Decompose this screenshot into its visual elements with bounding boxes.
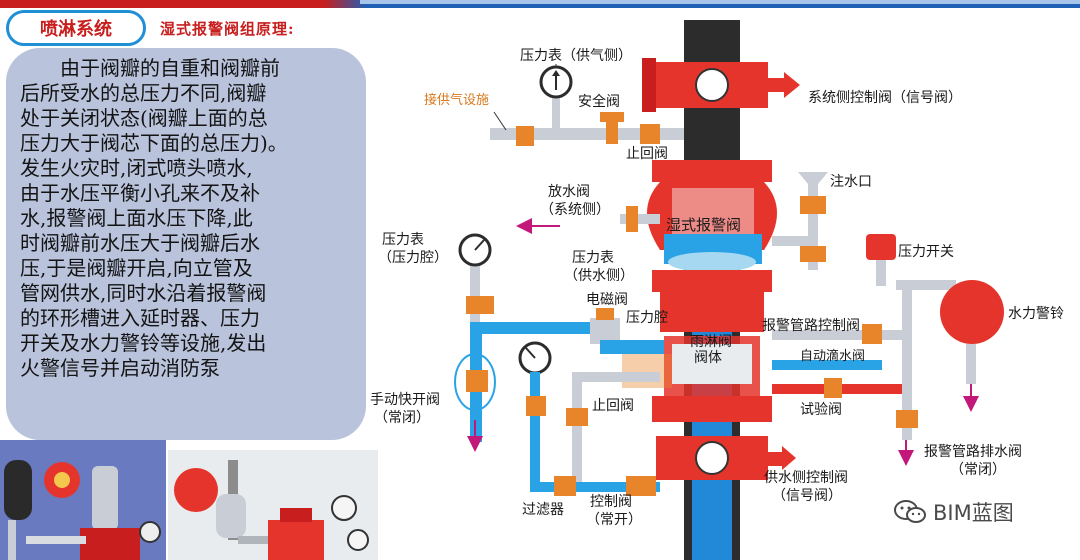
description-line: 后所受水的总压力不同,阀瓣 xyxy=(20,81,267,105)
wechat-icon xyxy=(894,500,926,523)
label-connect-air-supply: 接供气设施 xyxy=(424,92,489,108)
label-pressure-chamber: 压力腔 xyxy=(626,310,668,326)
description-line: 由于阀瓣的自重和阀瓣前 xyxy=(60,56,280,80)
wet-alarm-valve-diagram: 压力表（供气侧） 接供气设施 安全阀 止回阀 系统侧控制阀（信号阀） 放水阀 （… xyxy=(370,20,1064,560)
section-label: 喷淋系统 xyxy=(6,10,146,46)
description-line: 处于关闭状态(阀瓣上面的总 xyxy=(20,106,268,130)
label-pressure-gauge-chamber: 压力表 xyxy=(382,232,424,248)
label-manual-quick-open-valve: 手动快开阀 xyxy=(370,392,440,408)
label-deluge-valve-body-2: 阀体 xyxy=(694,350,722,366)
label-filter: 过滤器 xyxy=(522,502,564,518)
description-line: 管网供水,同时水沿着报警阀 xyxy=(20,281,267,305)
pressure-switch-icon xyxy=(866,234,896,260)
label-deluge-valve-body: 雨淋阀 xyxy=(690,334,732,350)
watermark-text: BIM蓝图 xyxy=(933,501,1014,525)
label-alarm-line-drain-note: （常闭） xyxy=(950,462,1006,478)
alarm-valve-top-flange xyxy=(652,160,772,182)
description-line: 压力大于阀芯下面的总压力)。 xyxy=(20,131,288,155)
label-control-valve-note: （常开） xyxy=(586,512,642,528)
section-subtitle: 湿式报警阀组原理: xyxy=(160,20,295,38)
label-control-valve: 控制阀 xyxy=(590,494,632,510)
label-solenoid-valve: 电磁阀 xyxy=(586,292,628,308)
description-line: 的环形槽进入延时器、压力 xyxy=(20,306,260,330)
label-pressure-gauge-supply: 压力表（供气侧） xyxy=(520,48,632,64)
description-line: 发生火灾时,闭式喷头喷水, xyxy=(20,156,253,180)
label-pressure-switch: 压力开关 xyxy=(898,244,954,260)
valve-photo-left xyxy=(0,440,166,560)
label-system-control-valve: 系统侧控制阀（信号阀） xyxy=(808,90,962,106)
water-gong-icon xyxy=(940,280,1004,344)
label-supply-control-valve: 供水侧控制阀 xyxy=(764,470,848,486)
label-pressure-gauge-chamber-note: （压力腔） xyxy=(378,250,448,266)
label-auto-drip-valve: 自动滴水阀 xyxy=(800,348,865,364)
description-line: 压,于是阀瓣开启,向立管及 xyxy=(20,256,253,280)
description-line: 火警信号并启动消防泵 xyxy=(20,356,220,380)
description-text: 由于阀瓣的自重和阀瓣前 后所受水的总压力不同,阀瓣 处于关闭状态(阀瓣上面的总 … xyxy=(20,56,364,381)
watermark: BIM蓝图 xyxy=(893,497,1014,527)
label-drain-valve-note: （系统侧） xyxy=(540,202,610,218)
label-check-valve-top: 止回阀 xyxy=(626,146,668,162)
label-alarm-line-drain-valve: 报警管路排水阀 xyxy=(924,444,1022,460)
air-supply-pipe xyxy=(490,128,684,140)
label-check-valve-bottom: 止回阀 xyxy=(592,398,634,414)
top-band-stripe xyxy=(360,0,1080,4)
label-supply-control-note: （信号阀） xyxy=(772,488,842,504)
label-pressure-gauge-supply-side: 压力表 xyxy=(572,250,614,266)
top-color-band xyxy=(0,0,1080,8)
description-line: 由于水压平衡小孔来不及补 xyxy=(20,181,260,205)
valve-photo-right xyxy=(168,450,378,560)
label-fill-port: 注水口 xyxy=(830,174,872,190)
label-water-gong: 水力警铃 xyxy=(1008,306,1064,322)
label-pressure-gauge-supply-side-note: （供水侧） xyxy=(564,268,634,284)
description-line: 时阀瓣前水压大于阀瓣后水 xyxy=(20,231,260,255)
label-manual-quick-open-note: （常闭） xyxy=(374,410,430,426)
label-test-valve: 试验阀 xyxy=(800,402,842,418)
label-alarm-line-control-valve: 报警管路控制阀 xyxy=(762,318,860,334)
label-safety-valve: 安全阀 xyxy=(578,93,620,110)
description-bubble xyxy=(6,48,366,440)
label-drain-valve: 放水阀 xyxy=(548,184,590,200)
label-wet-alarm-valve: 湿式报警阀 xyxy=(666,216,741,234)
description-line: 开关及水力警铃等设施,发出 xyxy=(20,331,267,355)
description-line: 水,报警阀上面水压下降,此 xyxy=(20,206,253,230)
